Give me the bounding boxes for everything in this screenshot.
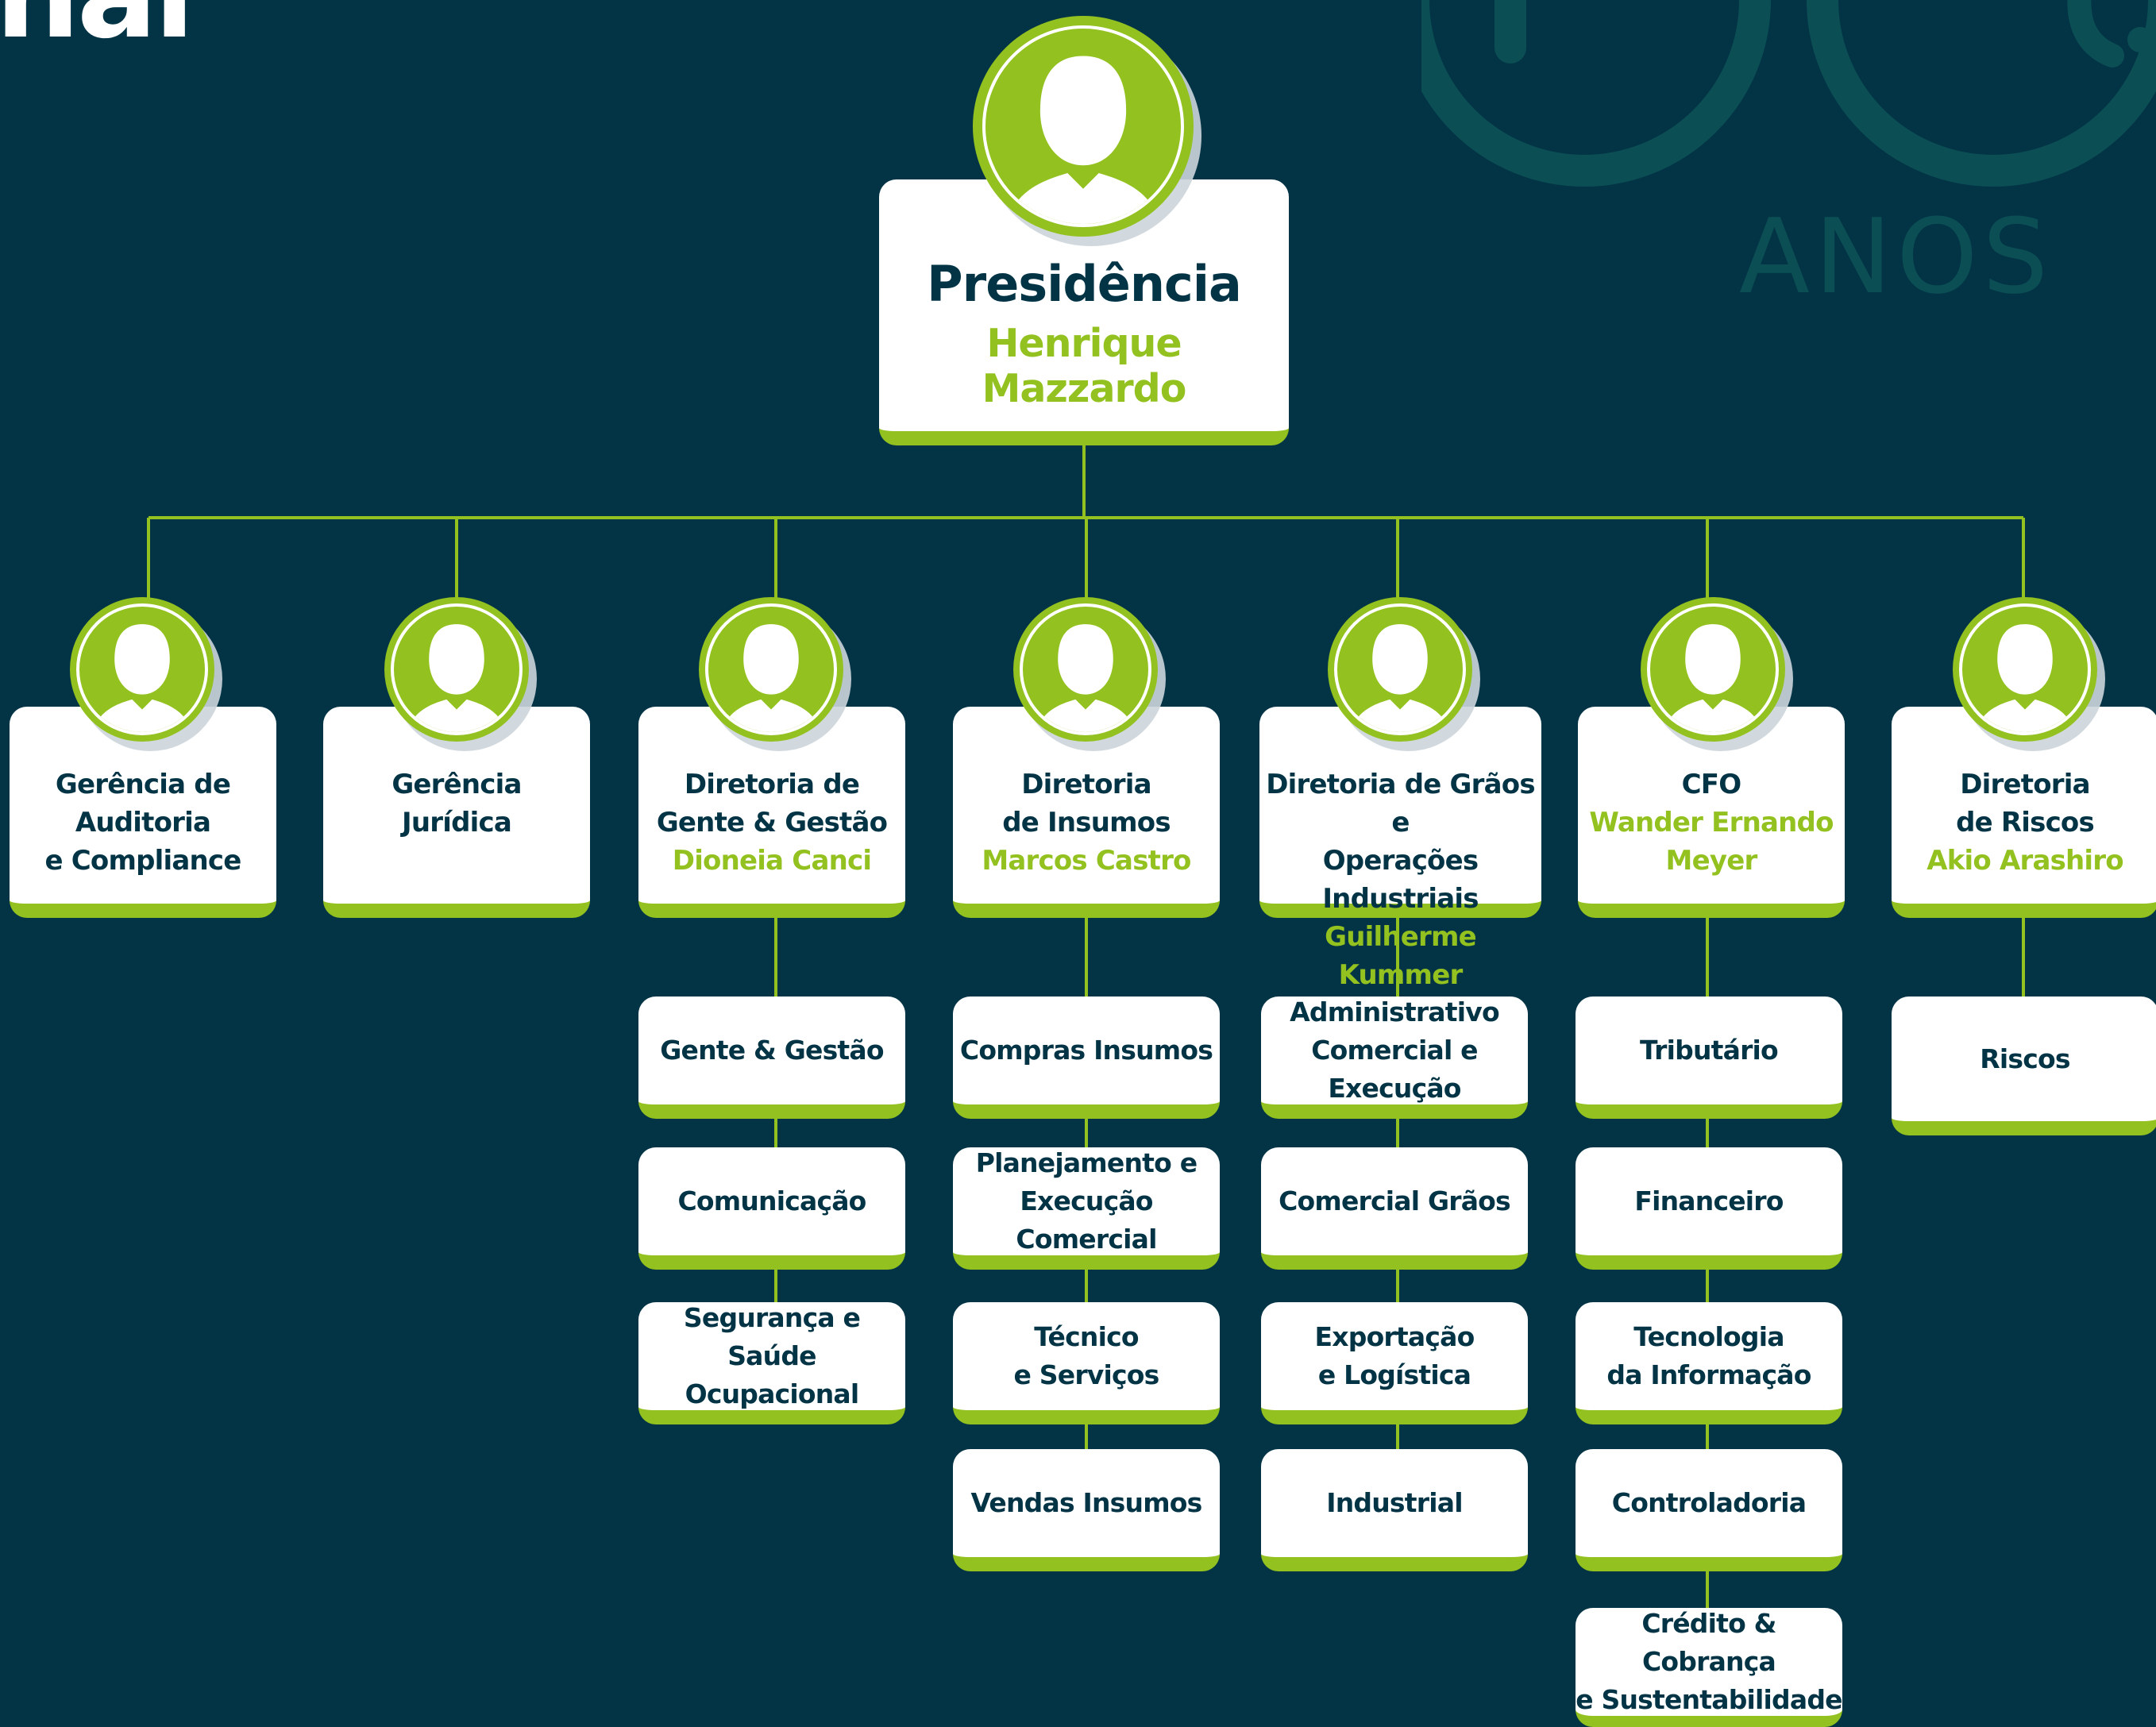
node-title: Crédito & Cobrança e Sustentabilidade bbox=[1576, 1608, 1842, 1715]
node-title: Gerência de Auditoria e Compliance bbox=[44, 769, 241, 877]
node-title: Controladoria bbox=[1611, 1487, 1807, 1518]
node-gerencia-juridica[interactable]: Gerência Jurídica bbox=[323, 707, 590, 918]
user-avatar-icon bbox=[1328, 597, 1472, 742]
node-person: Marcos Castro bbox=[982, 845, 1191, 877]
user-avatar-icon bbox=[384, 597, 529, 742]
node-title: Gente & Gestão bbox=[660, 1035, 884, 1066]
node-administrativo-comercial[interactable]: Administrativo Comercial e Execução bbox=[1261, 996, 1528, 1119]
node-diretoria-riscos[interactable]: Diretoria de Riscos Akio Arashiro bbox=[1892, 707, 2156, 918]
node-diretoria-graos-operacoes[interactable]: Diretoria de Grãos e Operações Industria… bbox=[1259, 707, 1541, 991]
node-tecnologia-informacao[interactable]: Tecnologia da Informação bbox=[1576, 1302, 1842, 1424]
node-title: Administrativo Comercial e Execução bbox=[1290, 996, 1500, 1104]
node-title: Riscos bbox=[1980, 1043, 2070, 1074]
node-gente-gestao[interactable]: Gente & Gestão bbox=[638, 996, 905, 1119]
user-avatar-icon bbox=[1953, 597, 2097, 742]
node-tecnico-servicos[interactable]: Técnico e Serviços bbox=[953, 1302, 1220, 1424]
node-title: Técnico e Serviços bbox=[1013, 1321, 1160, 1390]
node-title: Diretoria de Gente & Gestão bbox=[656, 769, 888, 838]
page-title-fragment: nal bbox=[0, 0, 195, 56]
node-person: Wander Ernando Meyer bbox=[1589, 807, 1834, 877]
node-title: Vendas Insumos bbox=[970, 1487, 1202, 1518]
anniversary-label: ANOS bbox=[1739, 196, 2054, 317]
node-person: Henrique Mazzardo bbox=[982, 321, 1187, 411]
node-title: Financeiro bbox=[1634, 1185, 1784, 1216]
user-avatar-icon bbox=[1641, 597, 1785, 742]
node-gerencia-auditoria-compliance[interactable]: Gerência de Auditoria e Compliance bbox=[10, 707, 276, 918]
user-avatar-icon bbox=[699, 597, 843, 742]
node-vendas-insumos[interactable]: Vendas Insumos bbox=[953, 1449, 1220, 1571]
node-exportacao-logistica[interactable]: Exportação e Logística bbox=[1261, 1302, 1528, 1424]
node-industrial[interactable]: Industrial bbox=[1261, 1449, 1528, 1571]
node-title: Diretoria de Grãos e Operações Industria… bbox=[1266, 769, 1535, 915]
node-compras-insumos[interactable]: Compras Insumos bbox=[953, 996, 1220, 1119]
anniversary-logo-watermark bbox=[1421, 0, 2156, 187]
node-title: Comunicação bbox=[677, 1185, 866, 1216]
node-planejamento-execucao[interactable]: Planejamento e Execução Comercial bbox=[953, 1147, 1220, 1270]
node-person: Guilherme Kummer bbox=[1325, 921, 1477, 991]
node-credito-cobranca[interactable]: Crédito & Cobrança e Sustentabilidade bbox=[1576, 1608, 1843, 1727]
user-avatar-icon bbox=[973, 16, 1194, 237]
node-person: Akio Arashiro bbox=[1927, 845, 2123, 877]
node-title: Tributário bbox=[1640, 1035, 1779, 1066]
node-seguranca-saude[interactable]: Segurança e Saúde Ocupacional bbox=[638, 1302, 905, 1424]
node-comunicacao[interactable]: Comunicação bbox=[638, 1147, 905, 1270]
node-title: Comercial Grãos bbox=[1279, 1185, 1511, 1216]
node-title: Segurança e Saúde Ocupacional bbox=[683, 1302, 861, 1409]
node-title: Gerência Jurídica bbox=[391, 769, 522, 838]
node-title: Diretoria de Riscos bbox=[1956, 769, 2095, 838]
node-financeiro[interactable]: Financeiro bbox=[1576, 1147, 1842, 1270]
node-title: Presidência bbox=[927, 255, 1242, 313]
node-title: Industrial bbox=[1326, 1487, 1463, 1518]
node-controladoria[interactable]: Controladoria bbox=[1576, 1449, 1842, 1571]
node-title: CFO bbox=[1681, 769, 1741, 800]
node-riscos[interactable]: Riscos bbox=[1892, 996, 2156, 1135]
node-comercial-graos[interactable]: Comercial Grãos bbox=[1261, 1147, 1528, 1270]
node-diretoria-gente-gestao[interactable]: Diretoria de Gente & Gestão Dioneia Canc… bbox=[638, 707, 905, 918]
node-title: Compras Insumos bbox=[959, 1035, 1213, 1066]
node-title: Planejamento e Execução Comercial bbox=[975, 1147, 1198, 1255]
node-diretoria-insumos[interactable]: Diretoria de Insumos Marcos Castro bbox=[953, 707, 1220, 918]
node-person: Dioneia Canci bbox=[672, 845, 872, 877]
user-avatar-icon bbox=[1013, 597, 1158, 742]
user-avatar-icon bbox=[70, 597, 214, 742]
node-tributario[interactable]: Tributário bbox=[1576, 996, 1842, 1119]
node-title: Exportação e Logística bbox=[1314, 1321, 1475, 1390]
node-cfo[interactable]: CFO Wander Ernando Meyer bbox=[1578, 707, 1845, 918]
node-title: Tecnologia da Informação bbox=[1606, 1321, 1811, 1390]
node-title: Diretoria de Insumos bbox=[1002, 769, 1171, 838]
